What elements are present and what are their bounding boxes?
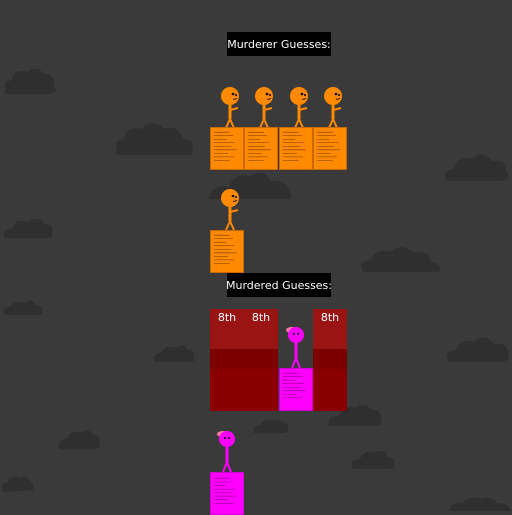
cloud-decoration bbox=[351, 450, 395, 469]
cloud-decoration bbox=[449, 497, 511, 511]
victim-player-character bbox=[217, 431, 235, 473]
murderer-guess-character bbox=[290, 87, 308, 129]
eliminated-guess-slot: 8th bbox=[244, 309, 278, 411]
cloud-decoration bbox=[116, 123, 193, 155]
eliminated-slot-footer bbox=[313, 369, 347, 411]
elimination-rank: 8th bbox=[320, 311, 340, 324]
murdered-guesses-header: Murdered Guesses: bbox=[226, 273, 332, 297]
cloud-decoration bbox=[153, 345, 195, 362]
cloud-decoration bbox=[361, 247, 440, 272]
elimination-rank: 8th bbox=[217, 311, 237, 324]
murdered-guesses-title: Murdered Guesses: bbox=[226, 278, 332, 292]
cloud-decoration bbox=[253, 419, 289, 433]
eliminated-guess-slot: 8th bbox=[313, 309, 347, 411]
murderer-player-character bbox=[221, 189, 239, 231]
victim-guess-character bbox=[286, 327, 304, 369]
murderer-guess-character bbox=[255, 87, 273, 129]
cloud-decoration bbox=[446, 337, 510, 362]
murderer-guesses-title: Murderer Guesses: bbox=[227, 37, 331, 51]
cloud-decoration bbox=[3, 218, 53, 238]
cloud-decoration bbox=[58, 430, 100, 449]
eliminated-guess-slot: 8th bbox=[210, 309, 244, 411]
cloud-decoration bbox=[1, 476, 34, 492]
cloud-decoration bbox=[328, 404, 382, 426]
cloud-decoration bbox=[4, 68, 57, 94]
murderer-guess-character bbox=[221, 87, 239, 129]
murderer-guess-character bbox=[324, 87, 342, 129]
cloud-decoration bbox=[444, 154, 509, 181]
murderer-guess-card bbox=[279, 127, 313, 170]
eliminated-slot-footer bbox=[210, 369, 244, 411]
murderer-guess-card bbox=[210, 127, 244, 170]
murderer-guess-card bbox=[244, 127, 278, 170]
murderer-player-card bbox=[210, 230, 244, 273]
victim-player-card bbox=[210, 472, 244, 515]
murderer-guesses-header: Murderer Guesses: bbox=[227, 32, 331, 56]
elimination-rank: 8th bbox=[251, 311, 271, 324]
eliminated-slot-footer bbox=[244, 369, 278, 411]
victim-guess-card bbox=[279, 368, 313, 411]
cloud-decoration bbox=[3, 300, 43, 315]
murderer-guess-card bbox=[313, 127, 347, 170]
